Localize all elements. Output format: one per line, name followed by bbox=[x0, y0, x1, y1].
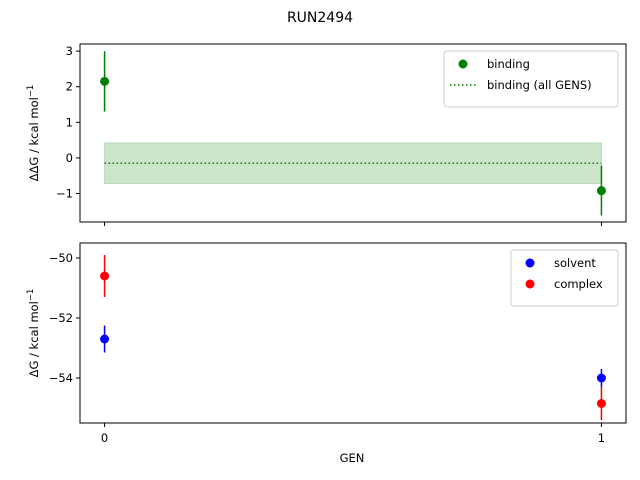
legend-box bbox=[443, 50, 619, 108]
data-point bbox=[596, 186, 606, 196]
legend-label: binding bbox=[487, 57, 530, 71]
plot-frame bbox=[79, 43, 627, 223]
y-axis-label-exponent: −1 bbox=[26, 85, 36, 98]
legend-label: binding (all GENS) bbox=[487, 78, 592, 92]
y-tick-label: −52 bbox=[49, 311, 73, 325]
y-tick-label: −1 bbox=[56, 187, 73, 201]
y-axis-label-exponent: −1 bbox=[26, 289, 36, 302]
x-tick-label: 1 bbox=[598, 431, 605, 445]
y-tick-label: 0 bbox=[66, 151, 73, 165]
y-tick-label: 3 bbox=[66, 44, 73, 58]
legend-marker bbox=[458, 59, 468, 69]
legend-marker bbox=[525, 279, 535, 289]
legend-label: solvent bbox=[554, 256, 596, 270]
legend: solvent complex bbox=[510, 249, 619, 307]
y-axis-label: ΔΔG / kcal mol−1 bbox=[26, 85, 41, 182]
y-tick-label: 1 bbox=[66, 115, 73, 129]
y-axis-label: ΔG / kcal mol−1 bbox=[26, 289, 41, 378]
legend-box bbox=[510, 249, 619, 307]
data-point bbox=[596, 399, 606, 408]
legend-marker bbox=[525, 258, 535, 268]
y-tick-label: −50 bbox=[49, 251, 73, 265]
plot-frame bbox=[79, 242, 627, 424]
y-tick-label: 2 bbox=[66, 80, 73, 94]
data-point bbox=[100, 334, 110, 344]
panel-solvent-complex: −50 −52 −54 0 1 ΔG / kcal mol−1 solvent complex bbox=[26, 242, 627, 445]
legend-label: complex bbox=[554, 277, 603, 291]
chart-title: RUN2494 bbox=[287, 10, 353, 26]
y-tick-label: −54 bbox=[49, 371, 73, 385]
data-point bbox=[100, 76, 110, 86]
data-point bbox=[100, 271, 110, 281]
legend: binding binding (all GENS) bbox=[443, 50, 619, 108]
data-point bbox=[596, 373, 606, 383]
x-axis-label: GEN bbox=[340, 451, 365, 465]
x-tick-label: 0 bbox=[101, 431, 108, 445]
